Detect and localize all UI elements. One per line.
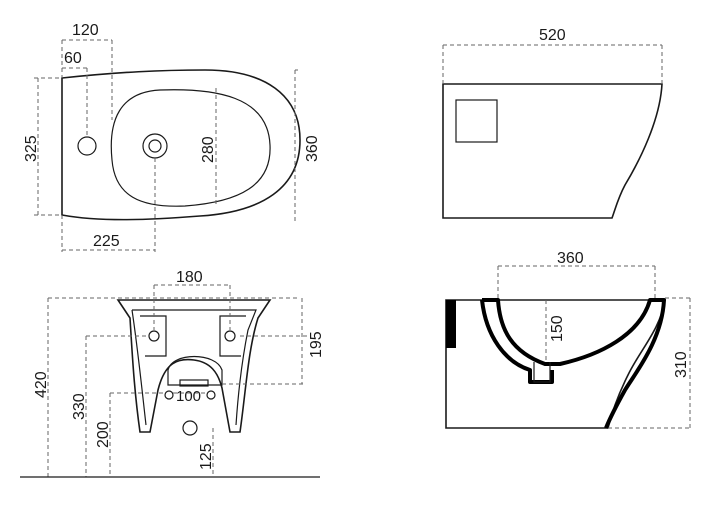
tap-hole	[77, 136, 97, 156]
dim-125-label: 125	[198, 443, 215, 470]
dim-330-label: 330	[71, 393, 88, 420]
dim-520-label: 520	[539, 27, 566, 44]
top-view-bowl	[110, 89, 271, 207]
dim-310-label: 310	[673, 351, 690, 378]
fixing-plate	[455, 99, 498, 143]
section-drain	[533, 362, 551, 383]
dim-150-label: 150	[549, 315, 566, 342]
front-view-recess	[167, 355, 223, 386]
dim-280-label: 280	[200, 136, 217, 163]
dim-100-label: 100	[176, 388, 201, 405]
drain-outlet	[182, 420, 198, 436]
section-wall	[446, 300, 456, 348]
front-view: 180 195 420 330 200 100 125	[20, 269, 325, 478]
fixing-recess-right	[219, 315, 246, 357]
dim-325-label: 325	[23, 135, 40, 162]
supply-inlet	[179, 379, 209, 387]
dim-195-label: 195	[308, 331, 325, 358]
section-bowl	[482, 298, 666, 429]
pipe-hole-left	[164, 390, 174, 400]
top-view-outline	[61, 69, 301, 221]
dim-120-label: 120	[72, 22, 99, 39]
dim-360-section-label: 360	[557, 250, 584, 267]
fixing-hole-left	[148, 330, 160, 342]
section-view: 360 150 310	[445, 250, 692, 429]
dim-60-label: 60	[64, 50, 82, 67]
top-view: 120 60 325 280 360 225	[23, 22, 321, 252]
dim-200-label: 200	[95, 421, 112, 448]
drain-inner	[148, 139, 162, 153]
dim-360-label: 360	[304, 135, 321, 162]
fixing-hole-right	[224, 330, 236, 342]
fixing-recess-left	[140, 315, 167, 357]
dim-180-label: 180	[176, 269, 203, 286]
side-view: 520	[442, 27, 663, 219]
side-view-outline	[442, 83, 663, 219]
dim-225-label: 225	[93, 233, 120, 250]
pipe-hole-right	[206, 390, 216, 400]
front-view-inner	[132, 309, 257, 426]
dim-420-label: 420	[33, 371, 50, 398]
front-view-outline	[116, 299, 272, 433]
